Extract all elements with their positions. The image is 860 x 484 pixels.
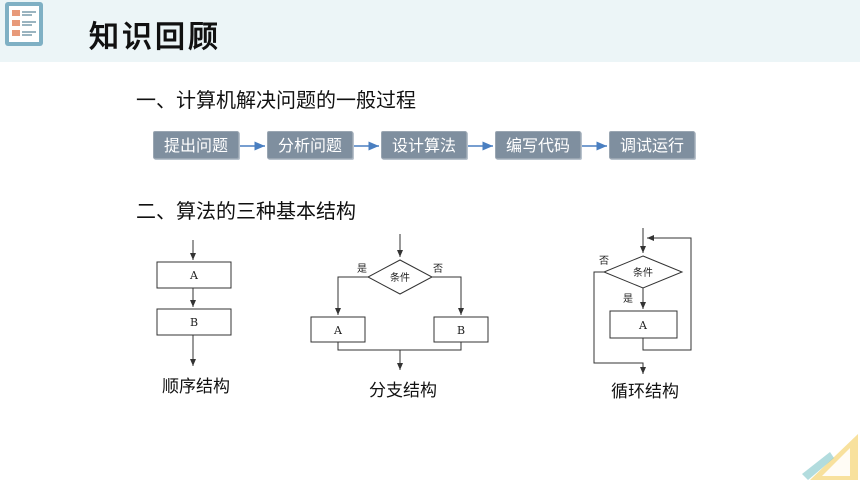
step-3: 设计算法	[381, 131, 467, 159]
loop-yes-label: 是	[623, 293, 633, 305]
branch-flowchart	[310, 234, 489, 370]
step-4: 编写代码	[495, 131, 581, 159]
loop-condition-label: 条件	[633, 266, 653, 279]
branch-no-label: 否	[433, 263, 443, 275]
branch-box-a-label: A	[333, 324, 343, 337]
branch-no-path	[432, 276, 464, 315]
sequence-caption: 顺序结构	[162, 377, 230, 397]
loop-box-a-label: A	[638, 319, 648, 332]
seq-box-a	[156, 261, 232, 289]
step-1: 提出问题	[153, 131, 239, 159]
section-heading-process: 一、计算机解决问题的一般过程	[136, 88, 416, 112]
branch-caption: 分支结构	[369, 381, 437, 401]
loop-caption: 循环结构	[611, 382, 679, 402]
step-2: 分析问题	[267, 131, 353, 159]
branch-condition-diamond	[366, 259, 434, 295]
section-heading-structures: 二、算法的三种基本结构	[136, 199, 356, 223]
seq-box-a-label: A	[189, 269, 199, 282]
ruler-icon	[802, 434, 858, 480]
seq-box-b	[156, 308, 232, 336]
loop-flowchart	[593, 228, 692, 374]
loop-back-path	[642, 235, 692, 351]
branch-merge	[337, 342, 462, 351]
clipboard-icon	[5, 2, 43, 46]
branch-box-b-label: B	[457, 324, 465, 337]
header-band	[0, 0, 860, 62]
branch-condition-label: 条件	[390, 271, 410, 284]
branch-yes-path	[335, 276, 368, 315]
sequence-flowchart	[156, 240, 232, 366]
page-title: 知识回顾	[89, 20, 221, 55]
loop-exit-path	[593, 271, 646, 374]
step-5: 调试运行	[609, 131, 695, 159]
seq-box-b-label: B	[190, 316, 198, 329]
branch-yes-label: 是	[357, 263, 367, 275]
loop-no-label: 否	[599, 255, 609, 267]
